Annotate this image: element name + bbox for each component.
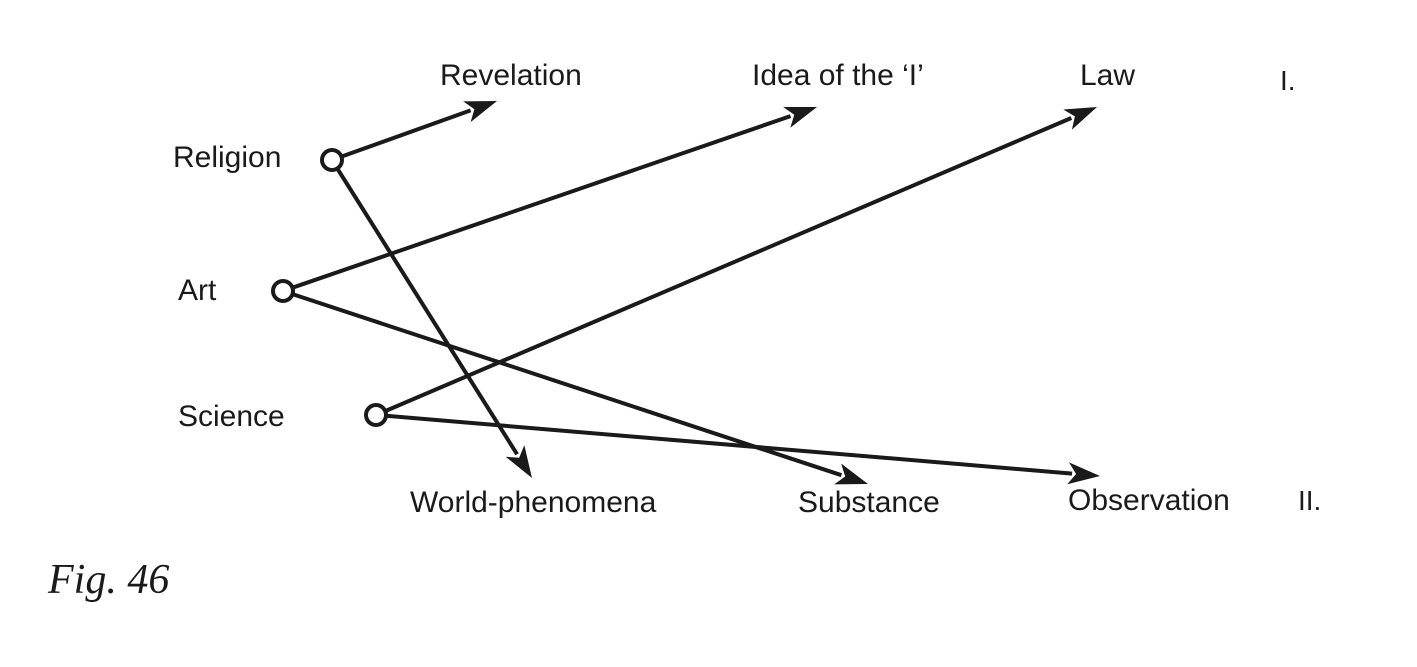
arrowhead-revelation — [463, 101, 497, 123]
origin-circle-religion — [320, 148, 344, 172]
figure-caption: Fig. 46 — [48, 557, 170, 603]
target-label-law: Law — [1080, 59, 1135, 92]
row-label-top: I. — [1280, 65, 1296, 96]
arrow-science-to-observation — [385, 413, 1073, 476]
arrow-science-to-law — [384, 116, 1073, 413]
target-label-world-phenomena: World-phenomena — [410, 486, 657, 519]
connection-arrows — [291, 101, 1100, 485]
arrowhead-substance — [834, 463, 868, 485]
origin-circle-art — [271, 279, 295, 303]
source-label-science: Science — [178, 400, 285, 433]
arrowhead-observation — [1067, 462, 1100, 485]
source-label-religion: Religion — [173, 141, 281, 174]
arrow-art-to-idea — [291, 114, 792, 290]
source-label-art: Art — [178, 274, 217, 307]
target-label-substance: Substance — [798, 486, 940, 519]
target-label-observation: Observation — [1068, 484, 1230, 517]
arrowhead-idea — [783, 107, 817, 128]
arrowhead-world — [505, 445, 532, 478]
origin-circles — [271, 148, 388, 427]
target-label-idea-of-the-i: Idea of the ‘I’ — [752, 59, 924, 92]
row-label-bottom: II. — [1298, 485, 1321, 516]
origin-circle-science — [364, 403, 388, 427]
arrow-religion-to-revelation — [340, 108, 472, 159]
target-label-revelation: Revelation — [440, 59, 582, 92]
arrow-religion-to-world — [335, 167, 519, 456]
arrowhead-law — [1063, 107, 1097, 130]
